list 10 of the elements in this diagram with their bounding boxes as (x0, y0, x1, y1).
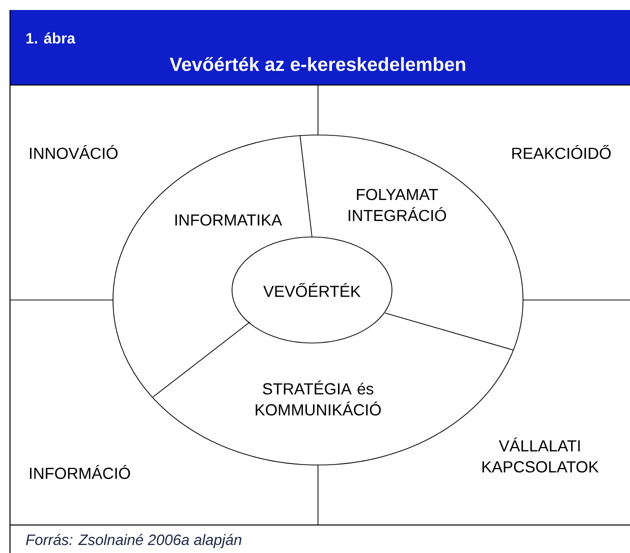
region-label: VÁLLALATI KAPCSOLATOK (482, 437, 599, 472)
region-label: REAKCIÓIDŐ (512, 144, 611, 160)
region-label: INFORMÁCIÓ (30, 464, 130, 479)
figure-number: 1. ábra (26, 32, 76, 44)
region-label: INFORMATIKA (175, 214, 282, 226)
title: Vevőérték az e-kereskedelemben (170, 56, 466, 72)
region-label: STRATÉGIA és KOMMUNIKÁCIÓ (256, 380, 381, 416)
region-label: INNOVÁCIÓ (30, 144, 118, 159)
region-label: FOLYAMAT INTEGRÁCIÓ (348, 188, 446, 222)
caption: Forrás: Zsolnainé 2006a alapján (26, 534, 242, 548)
